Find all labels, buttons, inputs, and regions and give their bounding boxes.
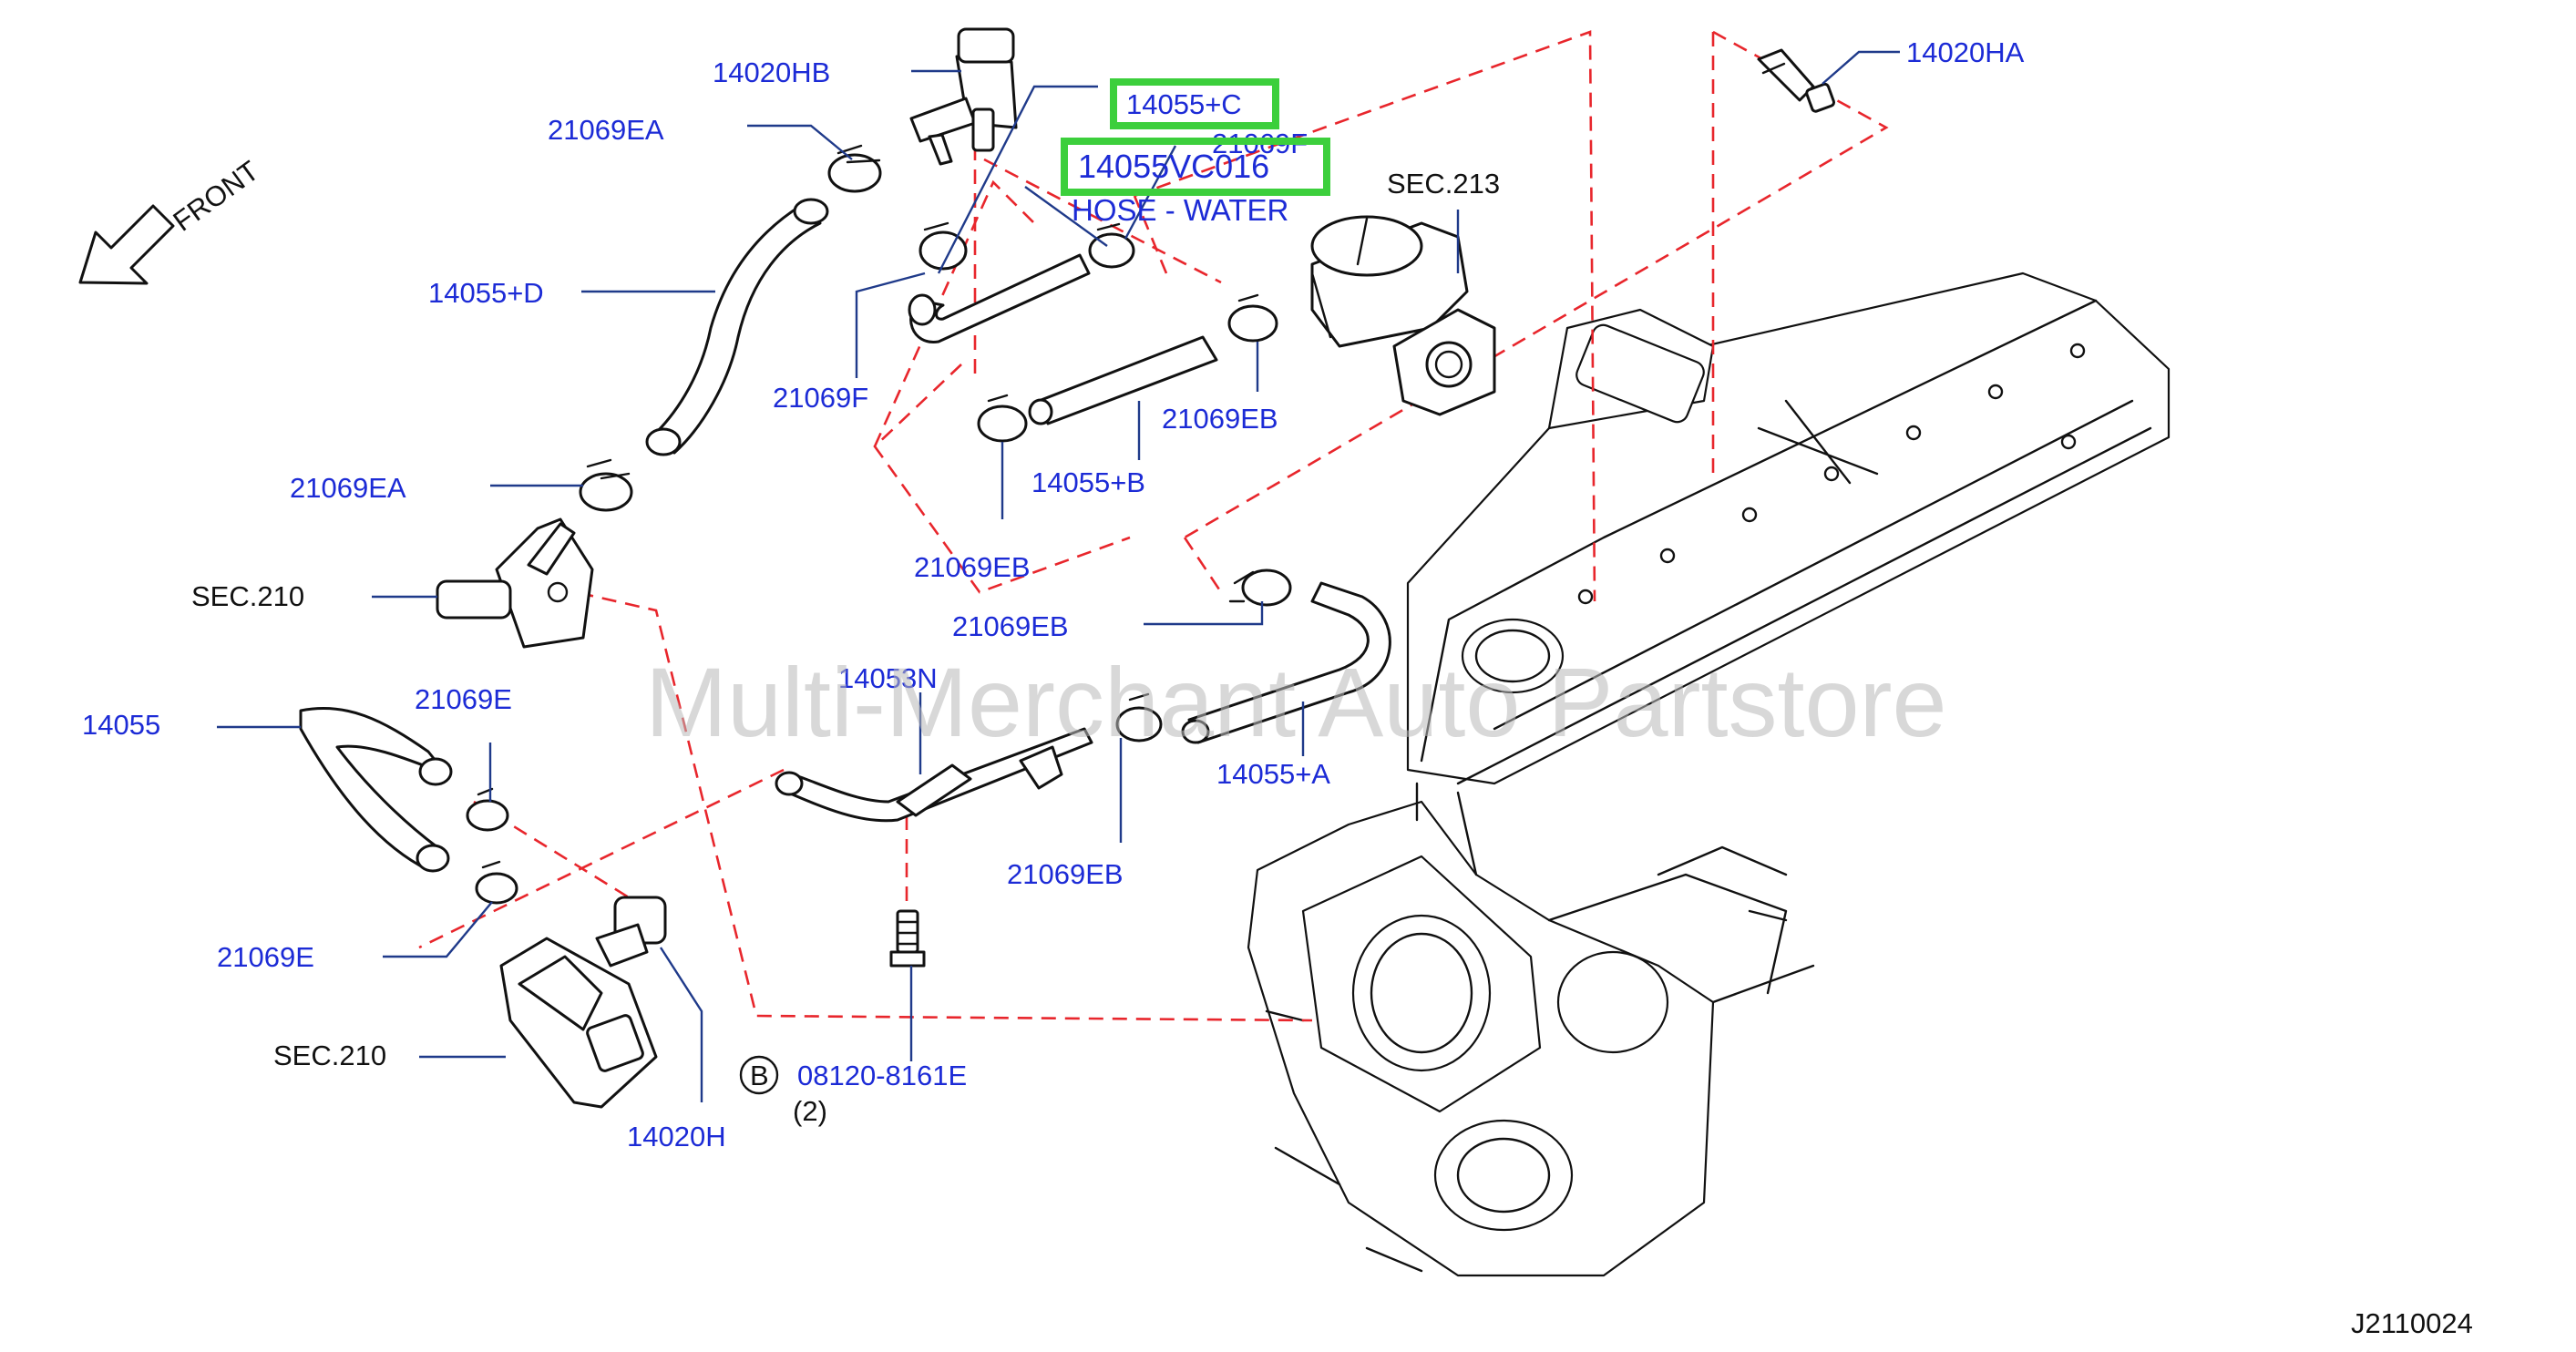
- housing-sec213[interactable]: [1310, 215, 1496, 416]
- label-21069EA-mid[interactable]: 21069EA: [290, 472, 406, 504]
- engine-illustration: [1247, 271, 2171, 1277]
- label-14020HB[interactable]: 14020HB: [713, 56, 830, 88]
- hose-14055A[interactable]: [1181, 581, 1391, 744]
- hose-14055D[interactable]: [645, 198, 829, 456]
- clamp-21069EB-right[interactable]: [1227, 293, 1278, 343]
- label-14055[interactable]: 14055: [82, 709, 160, 741]
- front-label: FRONT: [168, 155, 265, 238]
- highlight-box-partnum: [1061, 138, 1330, 196]
- label-14020HA[interactable]: 14020HA: [1906, 36, 2025, 68]
- label-21069E-bot[interactable]: 21069E: [217, 941, 314, 973]
- clamp-21069F-left[interactable]: [919, 221, 968, 271]
- label-21069EB-right[interactable]: 21069EB: [1162, 403, 1278, 435]
- clamp-21069E-upper[interactable]: [466, 787, 509, 832]
- label-21069EB-mid[interactable]: 21069EB: [952, 610, 1069, 642]
- label-14055D[interactable]: 14055+D: [428, 277, 544, 309]
- clamp-21069EA-upper[interactable]: [827, 144, 882, 193]
- bolt-08120-8161E[interactable]: [889, 909, 926, 968]
- label-bolt-code: B: [750, 1060, 769, 1091]
- label-bolt-qty: (2): [793, 1095, 827, 1127]
- label-14053N[interactable]: 14053N: [838, 662, 938, 694]
- pipe-14053N[interactable]: [775, 727, 1093, 823]
- front-arrow: FRONT: [78, 155, 265, 285]
- clamp-21069EB-mid[interactable]: [1228, 568, 1292, 607]
- highlight-box-ref: [1110, 78, 1279, 129]
- label-sec210-lower[interactable]: SEC.210: [273, 1040, 386, 1071]
- highlight-description: HOSE - WATER: [1072, 193, 1288, 227]
- outlet-fitting-upper[interactable]: [436, 517, 594, 649]
- label-21069EB-low[interactable]: 21069EB: [1007, 858, 1124, 890]
- watermark: Multi-Merchant Auto Partstore: [645, 647, 1947, 757]
- label-21069EB-left[interactable]: 21069EB: [914, 551, 1031, 583]
- label-14055A[interactable]: 14055+A: [1216, 758, 1330, 790]
- clamp-21069EB-left[interactable]: [977, 394, 1028, 443]
- valve-14020HB[interactable]: [909, 27, 1018, 166]
- drawing-number: J2110024: [2351, 1307, 2473, 1339]
- clamp-21069EB-lower[interactable]: [1115, 692, 1163, 743]
- label-21069E-top[interactable]: 21069E: [415, 683, 512, 715]
- thermostat-housing-lower[interactable]: [499, 937, 658, 1109]
- label-sec213[interactable]: SEC.213: [1387, 168, 1500, 200]
- bolt-code-circle: [739, 1055, 779, 1095]
- label-21069EA-top[interactable]: 21069EA: [548, 114, 664, 146]
- label-14020H[interactable]: 14020H: [627, 1121, 726, 1152]
- highlight-part-number[interactable]: 14055VC016: [1078, 148, 1269, 185]
- clamp-21069F-top[interactable]: [1088, 222, 1135, 269]
- hose-14055B[interactable]: [1028, 335, 1218, 425]
- clamp-21069EA-mid[interactable]: [579, 458, 633, 512]
- hose-14055[interactable]: [299, 706, 453, 873]
- label-14055B[interactable]: 14055+B: [1031, 466, 1145, 498]
- clamp-21069E-lower[interactable]: [475, 860, 518, 905]
- leader-lines: [217, 50, 1900, 1102]
- hose-14055C[interactable]: [908, 253, 1091, 343]
- label-14055C[interactable]: 14055+C: [1126, 88, 1242, 120]
- label-sec210-upper[interactable]: SEC.210: [191, 580, 304, 612]
- valve-14020H[interactable]: [595, 896, 667, 968]
- highlighted-part: 14055+C 14055VC016 HOSE - WATER: [1061, 78, 1330, 227]
- sensor-14020HA[interactable]: [1757, 48, 1836, 113]
- callout-labels: 14020HB 21069EA 14055+D 21069EA SEC.210 …: [82, 36, 2025, 1152]
- label-21069F-left[interactable]: 21069F: [773, 382, 868, 414]
- label-08120-8161E[interactable]: 08120-8161E: [797, 1060, 967, 1091]
